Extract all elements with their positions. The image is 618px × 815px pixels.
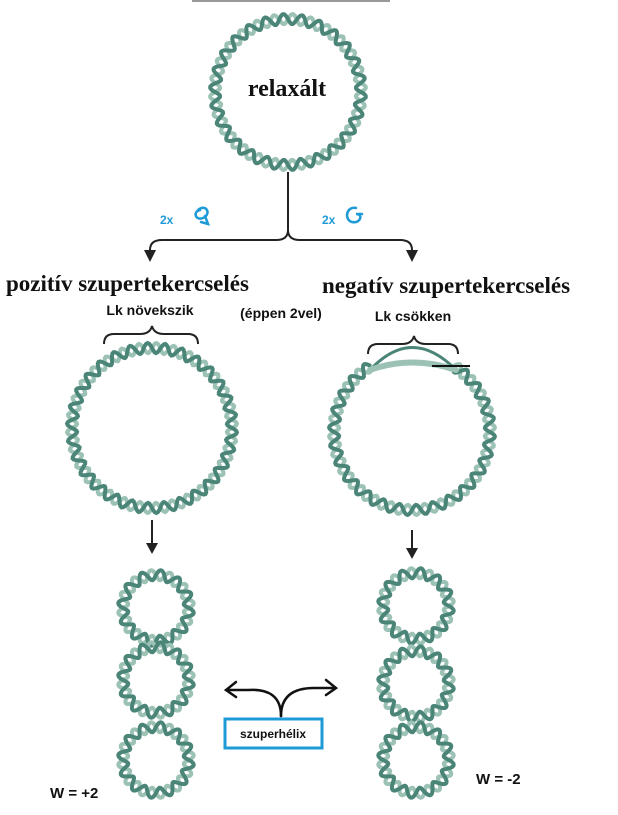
positive-supercoil-stack	[116, 568, 196, 800]
dna-strand-back	[376, 644, 456, 724]
dna-strand-front	[326, 362, 498, 518]
negative-supercoil-stack	[376, 566, 456, 800]
dna-strand-back	[116, 720, 196, 800]
dna-strand-front	[208, 12, 368, 172]
dna-strand-back	[376, 566, 456, 646]
dna-strand-front	[116, 568, 196, 648]
right-curly-brace	[367, 335, 459, 355]
superhelix-curved-arrows	[223, 678, 339, 718]
superhelix-label-box	[223, 717, 324, 750]
dna-strand-back	[326, 362, 498, 518]
superhelix-label: szuperhélix	[240, 727, 306, 741]
positive-supercoiling-title: pozitív szupertekercselés	[6, 271, 249, 296]
lk-increase-label: Lk növekszik	[106, 302, 193, 318]
dna-strand-front	[116, 720, 196, 800]
dna-strand-front	[376, 720, 456, 800]
left-twist-count: 2x	[160, 213, 174, 227]
relaxed-dna-ring	[208, 12, 368, 172]
lk-decrease-label: Lk csökken	[375, 308, 451, 324]
exactly-by-two-note: (éppen 2vel)	[240, 305, 322, 321]
unwound-strand-bulge	[367, 346, 459, 373]
dna-strand-front	[376, 644, 456, 724]
dna-strand-back	[116, 568, 196, 648]
positive-writhe-label: W = +2	[50, 785, 98, 802]
clockwise-twist-icon	[194, 206, 211, 226]
dna-strand-back	[116, 640, 196, 720]
negative-writhe-label: W = -2	[476, 771, 521, 788]
dna-strand-front	[64, 340, 240, 516]
negative-supercoiling-title: negatív szupertekercselés	[322, 273, 570, 298]
dna-strand-front	[376, 566, 456, 646]
left-curly-brace	[103, 325, 199, 345]
dna-strand-back	[376, 720, 456, 800]
negative-supercoiled-ring	[326, 362, 498, 518]
counterclockwise-twist-icon	[345, 206, 364, 224]
branch-connector	[149, 172, 413, 256]
dna-strand-front	[116, 640, 196, 720]
arrow-head-left-branch	[144, 250, 156, 262]
right-twist-count: 2x	[322, 213, 336, 227]
positive-supercoiled-ring	[64, 340, 240, 516]
arrow-head-right-branch	[406, 250, 418, 262]
relaxed-label: relaxált	[248, 76, 326, 102]
